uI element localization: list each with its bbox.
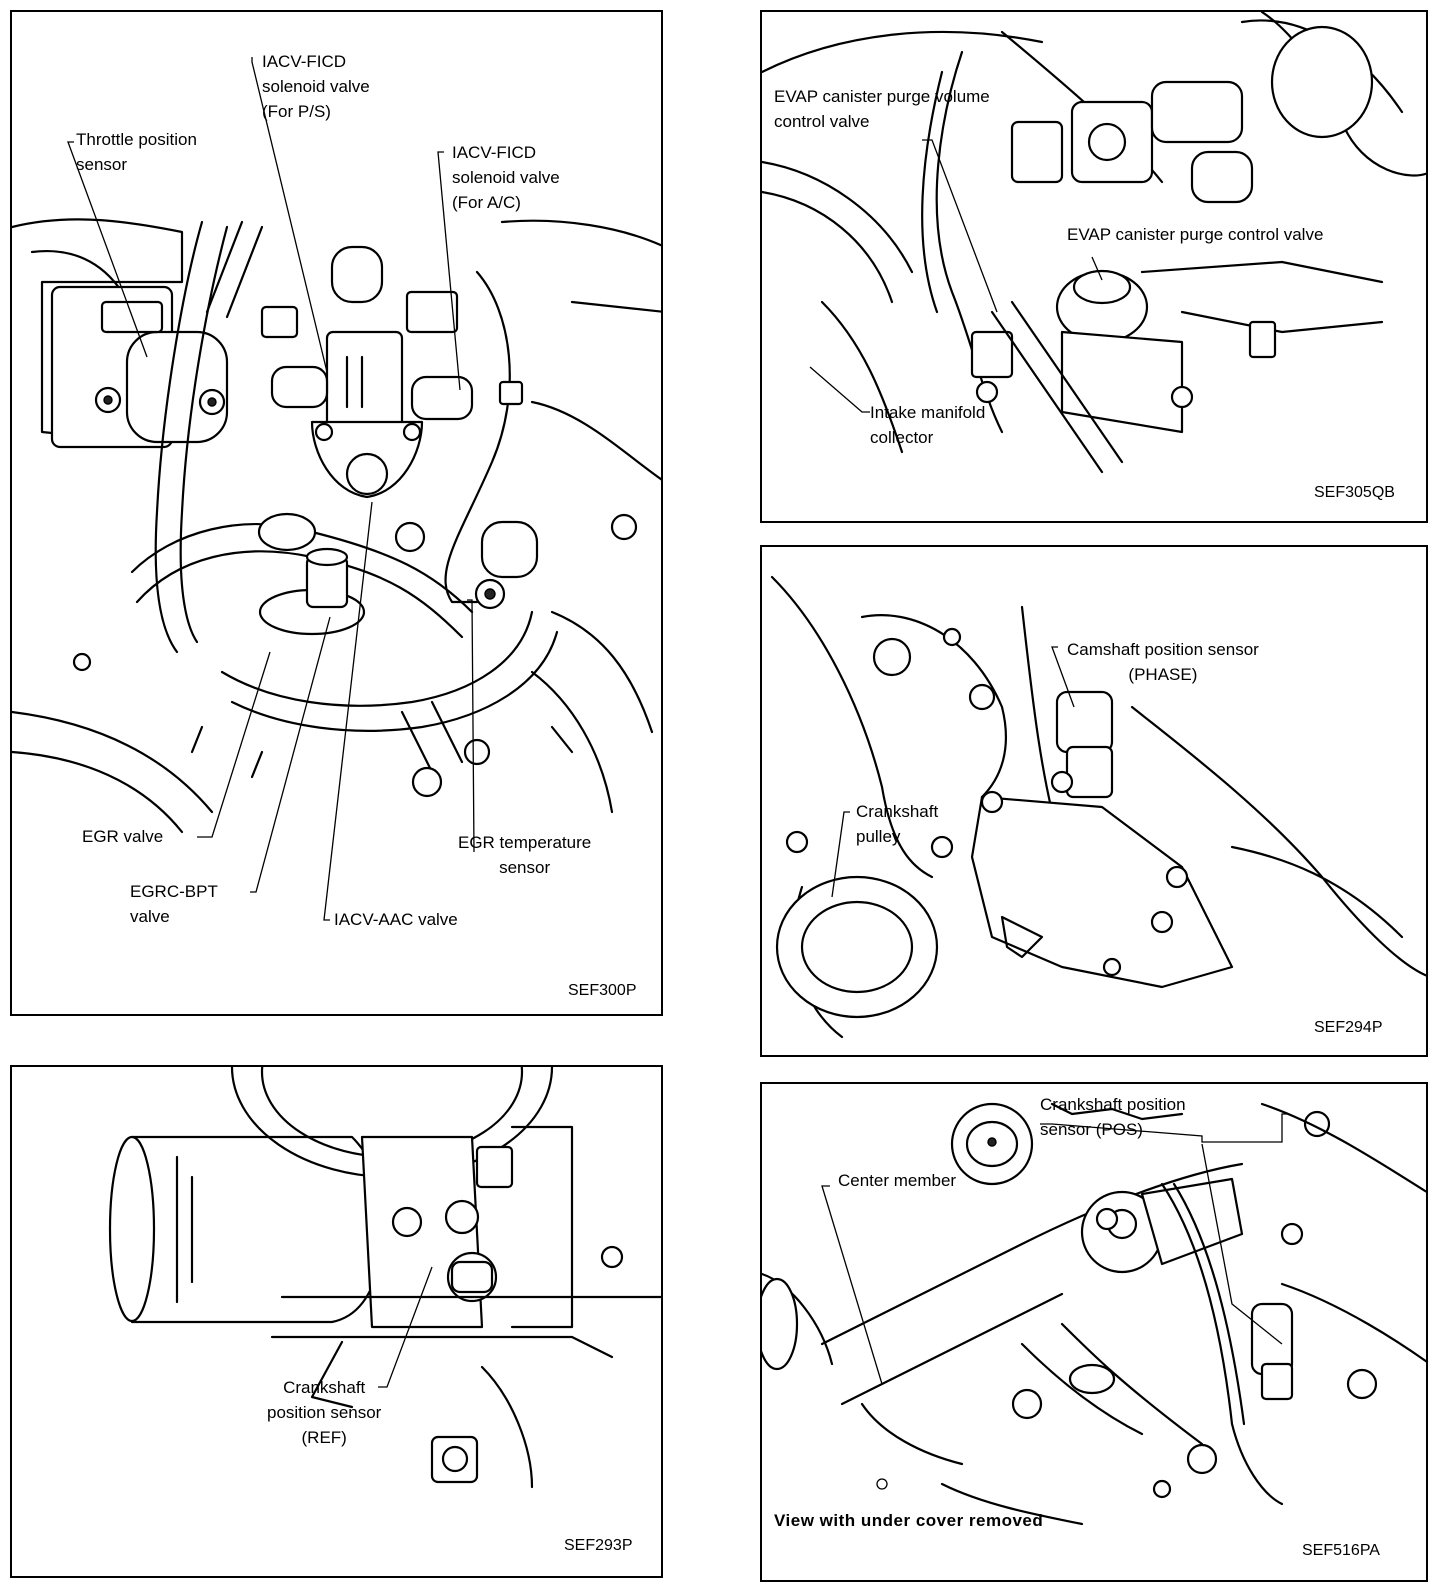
figure-code: SEF516PA	[1302, 1542, 1380, 1559]
label-egrc-bpt-valve: EGRC-BPT valve	[130, 882, 218, 926]
crankshaft-pos-illustration	[762, 1102, 1426, 1526]
label-iacv-ficd-ac: IACV-FICD solenoid valve (For A/C)	[452, 143, 560, 212]
label-throttle-position-sensor: Throttle position sensor	[76, 130, 197, 174]
label-crankshaft-pulley: Crankshaft pulley	[856, 802, 939, 846]
label-center-member: Center member	[838, 1171, 957, 1190]
evap-illustration	[762, 12, 1426, 474]
label-evap-purge-control: EVAP canister purge control valve	[1067, 225, 1324, 244]
label-evap-purge-volume: EVAP canister purge volume control valve	[774, 87, 990, 131]
label-iacv-aac-valve: IACV-AAC valve	[334, 910, 458, 929]
caption-under-cover-removed: View with under cover removed	[774, 1511, 1044, 1530]
label-crankshaft-ref: Crankshaft position sensor (REF)	[267, 1378, 382, 1447]
label-iacv-ficd-ps: IACV-FICD solenoid valve (For P/S)	[262, 52, 370, 121]
panel-crankshaft-ref: Crankshaft position sensor (REF) SEF293P	[10, 1065, 663, 1578]
crankshaft-ref-illustration	[108, 1067, 661, 1489]
figure-code: SEF305QB	[1314, 484, 1395, 501]
panel-evap: EVAP canister purge volume control valve…	[760, 10, 1428, 523]
camshaft-illustration	[770, 575, 1426, 1039]
figure-code: SEF293P	[564, 1537, 633, 1554]
label-egr-valve: EGR valve	[82, 827, 164, 846]
figure-code: SEF294P	[1314, 1019, 1383, 1036]
panel-camshaft: Camshaft position sensor (PHASE) Cranksh…	[760, 545, 1428, 1057]
label-egr-temperature-sensor: EGR temperature sensor	[458, 833, 592, 877]
label-crankshaft-pos: Crankshaft position sensor (POS)	[1040, 1095, 1186, 1139]
engine-top-illustration	[12, 57, 661, 921]
panel-engine-top: IACV-FICD solenoid valve (For P/S) Throt…	[10, 10, 663, 1016]
label-intake-manifold: Intake manifold collector	[870, 403, 986, 447]
panel-crankshaft-pos: Crankshaft position sensor (POS) Center …	[760, 1082, 1428, 1582]
figure-code: SEF300P	[568, 982, 637, 999]
label-camshaft-position-sensor: Camshaft position sensor (PHASE)	[1067, 640, 1259, 684]
